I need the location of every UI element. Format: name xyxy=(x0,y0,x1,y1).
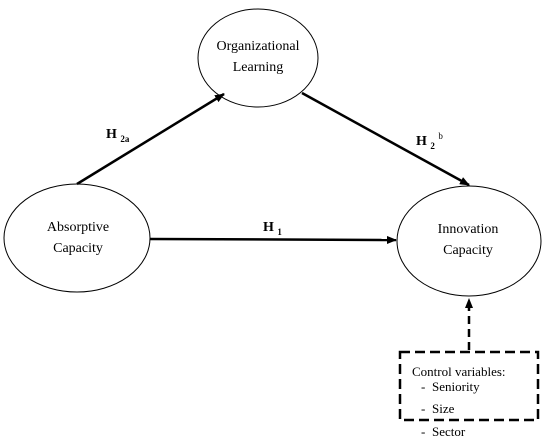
organizational-label-line2: Learning xyxy=(233,60,284,75)
control-label-sector: Sector xyxy=(432,424,466,439)
node-absorptive-capacity xyxy=(3,183,151,293)
h2a-subscript: 2a xyxy=(120,134,130,144)
h1-main: H xyxy=(263,220,274,235)
node-organizational-learning xyxy=(197,8,319,108)
control-variables-title: Control variables: xyxy=(412,364,506,379)
innovation-label-line2: Capacity xyxy=(443,243,493,258)
h2b-superscript: b xyxy=(438,131,443,141)
arrow-h2b xyxy=(301,91,470,187)
absorptive-label-line2: Capacity xyxy=(53,241,103,256)
organizational-label-line1: Organizational xyxy=(217,39,300,54)
control-label-size: Size xyxy=(432,401,455,416)
control-item-sector: - Sector xyxy=(421,424,466,439)
innovation-label-line1: Innovation xyxy=(438,222,499,237)
hypothesis-h2b-label: H 2 b xyxy=(416,131,443,153)
h2b-subscript: 2 xyxy=(430,141,435,151)
control-item-size: - Size xyxy=(421,401,455,416)
node-innovation-capacity xyxy=(396,185,542,297)
control-bullet: - xyxy=(421,424,425,439)
arrow-h2a xyxy=(76,92,225,186)
h2a-main: H xyxy=(106,127,117,142)
hypothesis-h1-label: H 1 xyxy=(263,220,282,237)
arrow-h1 xyxy=(149,235,397,244)
control-item-seniority: - Seniority xyxy=(421,379,480,394)
control-bullet: - xyxy=(421,379,425,394)
control-label-seniority: Seniority xyxy=(432,379,480,394)
absorptive-label-line1: Absorptive xyxy=(47,220,109,235)
control-variables-box xyxy=(398,350,540,422)
h1-subscript: 1 xyxy=(277,227,282,237)
h2b-main: H xyxy=(416,134,427,149)
hypothesis-h2a-label: H 2a xyxy=(106,127,130,144)
control-bullet: - xyxy=(421,401,425,416)
